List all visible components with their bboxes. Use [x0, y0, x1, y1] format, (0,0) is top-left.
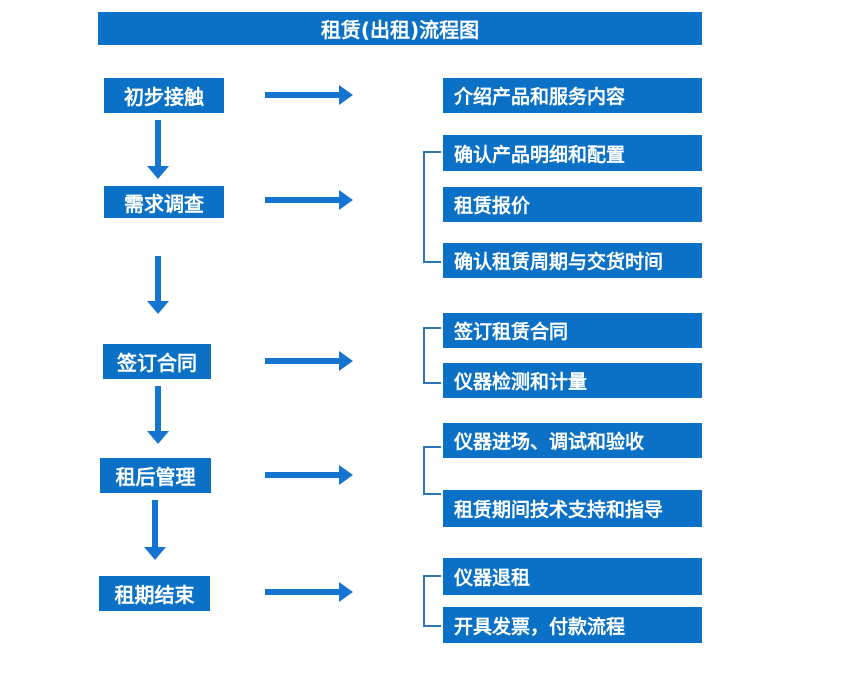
target-box-instrument-arrival-commissioning-acceptance: 仪器进场、调试和验收	[443, 423, 702, 458]
target-box-technical-support-guidance: 租赁期间技术支持和指导	[443, 490, 702, 527]
target-label: 签订租赁合同	[454, 321, 569, 343]
right-arrow-icon	[265, 465, 353, 485]
target-label: 确认租赁周期与交货时间	[454, 251, 664, 273]
target-box-rental-quotation: 租赁报价	[443, 187, 702, 222]
arrow-shaft	[265, 472, 339, 478]
arrow-shaft	[152, 500, 158, 547]
arrow-head	[339, 190, 353, 210]
bracket-connector	[423, 446, 441, 495]
step-box-sign-contract: 签订合同	[103, 344, 211, 379]
step-box-rental-end: 租期结束	[99, 576, 210, 611]
arrow-shaft	[155, 386, 161, 431]
right-arrow-icon	[265, 190, 353, 210]
arrow-head	[147, 301, 169, 314]
right-arrow-icon	[265, 582, 353, 602]
bracket-connector	[423, 151, 441, 263]
target-box-confirm-product-details-config: 确认产品明细和配置	[443, 135, 702, 171]
arrow-head	[339, 85, 353, 105]
target-label: 开具发票，付款流程	[454, 615, 626, 638]
bracket-connector	[423, 327, 441, 384]
target-label: 租赁报价	[454, 195, 531, 217]
target-box-instrument-inspection-metering: 仪器检测和计量	[443, 363, 702, 398]
target-box-introduce-products-services: 介绍产品和服务内容	[443, 78, 702, 113]
flowchart-title-bar: 租赁(出租)流程图	[98, 12, 702, 45]
arrow-head	[147, 431, 169, 444]
bracket-connector	[423, 575, 441, 627]
right-arrow-icon	[265, 351, 353, 371]
step-box-demand-survey: 需求调查	[104, 186, 224, 218]
arrow-shaft	[265, 358, 339, 364]
arrow-head	[339, 351, 353, 371]
target-label: 仪器进场、调试和验收	[454, 431, 645, 453]
arrow-shaft	[155, 120, 161, 166]
arrow-shaft	[155, 256, 161, 301]
arrow-shaft	[265, 589, 339, 595]
target-box-sign-rental-contract: 签订租赁合同	[443, 313, 702, 348]
target-label: 仪器检测和计量	[454, 371, 588, 393]
arrow-head	[147, 166, 169, 179]
step-label: 租后管理	[115, 465, 196, 489]
target-box-instrument-return: 仪器退租	[443, 558, 702, 595]
down-arrow-icon	[144, 500, 166, 560]
arrow-head	[144, 547, 166, 560]
step-box-post-rental-management: 租后管理	[100, 458, 211, 493]
arrow-shaft	[265, 197, 339, 203]
target-box-confirm-rental-period-delivery: 确认租赁周期与交货时间	[443, 243, 702, 278]
right-arrow-icon	[265, 85, 353, 105]
down-arrow-icon	[147, 386, 169, 444]
target-label: 介绍产品和服务内容	[454, 86, 626, 108]
step-label: 需求调查	[124, 191, 204, 216]
flowchart-title: 租赁(出租)流程图	[320, 18, 480, 42]
arrow-head	[339, 582, 353, 602]
step-label: 租期结束	[114, 583, 195, 607]
target-label: 确认产品明细和配置	[454, 143, 626, 166]
target-label: 仪器退租	[454, 567, 531, 589]
down-arrow-icon	[147, 256, 169, 314]
step-box-initial-contact: 初步接触	[104, 78, 224, 113]
down-arrow-icon	[147, 120, 169, 179]
step-label: 初步接触	[124, 85, 204, 109]
target-label: 租赁期间技术支持和指导	[454, 499, 664, 521]
step-label: 签订合同	[117, 351, 197, 375]
target-box-invoice-payment-process: 开具发票，付款流程	[443, 607, 702, 643]
arrow-head	[339, 465, 353, 485]
arrow-shaft	[265, 92, 339, 98]
